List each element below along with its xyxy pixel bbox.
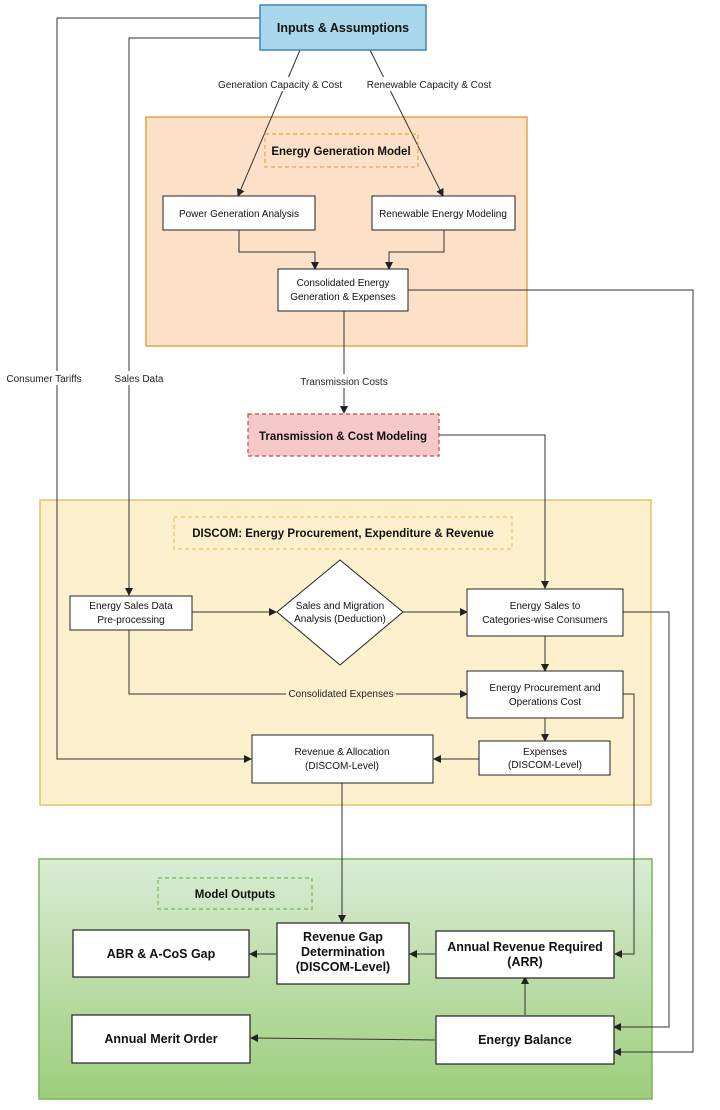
sales-pre-line2: Pre-processing <box>97 615 164 626</box>
node-consolidated-energy-generation[interactable]: Consolidated Energy Generation & Expense… <box>277 268 409 312</box>
node-abr-acos-gap[interactable]: ABR & A-CoS Gap <box>72 929 250 978</box>
edge-procurement-to-arr <box>614 693 635 958</box>
procurement-line2: Operations Cost <box>509 697 581 708</box>
abr-gap-label: ABR & A-CoS Gap <box>107 947 216 961</box>
transmission-title: Transmission & Cost Modeling <box>259 431 427 443</box>
inputs-title: Inputs & Assumptions <box>277 21 409 35</box>
label-sales-data: Sales Data <box>115 374 164 385</box>
consolidated-line1: Consolidated Energy <box>297 278 390 289</box>
merit-order-label: Annual Merit Order <box>104 1032 217 1046</box>
edge-transmission-to-sales-consumers <box>439 434 549 589</box>
node-transmission-cost-modeling[interactable]: Transmission & Cost Modeling <box>247 413 440 457</box>
edge-consumer-tariffs <box>56 17 260 763</box>
discom-title-text: DISCOM: Energy Procurement, Expenditure … <box>192 528 494 540</box>
connectors <box>56 17 694 1056</box>
expenses-line1: Expenses <box>523 747 567 758</box>
edge-sales-data <box>125 37 260 596</box>
label-consumer-tariffs: Consumer Tariffs <box>6 374 81 385</box>
label-transmission-costs: Transmission Costs <box>300 377 387 388</box>
procurement-line1: Energy Procurement and <box>489 683 600 694</box>
node-energy-procurement[interactable]: Energy Procurement and Operations Cost <box>466 670 624 719</box>
renewable-modeling-label: Renewable Energy Modeling <box>379 209 507 220</box>
edge-energy-balance-to-merit <box>250 1034 436 1043</box>
energy-generation-title-text: Energy Generation Model <box>271 146 410 158</box>
consolidated-line2: Generation & Expenses <box>290 292 396 303</box>
node-renewable-energy-modeling[interactable]: Renewable Energy Modeling <box>371 195 516 231</box>
model-outputs-title-text: Model Outputs <box>195 889 276 901</box>
arr-line2: (ARR) <box>507 955 542 969</box>
node-energy-balance[interactable]: Energy Balance <box>435 1015 615 1065</box>
node-inputs-assumptions[interactable]: Inputs & Assumptions <box>259 4 427 51</box>
edge-inputs-to-power-generation <box>237 49 301 197</box>
revenue-gap-line2: Determination <box>301 945 385 959</box>
sales-pre-line1: Energy Sales Data <box>89 601 173 612</box>
discom-title: DISCOM: Energy Procurement, Expenditure … <box>173 516 513 550</box>
edge-renewable-to-consolidated <box>385 230 445 270</box>
node-sales-migration-analysis[interactable]: Sales and Migration Analysis (Deduction) <box>276 559 404 666</box>
node-energy-sales-consumers[interactable]: Energy Sales to Categories-wise Consumer… <box>466 588 624 637</box>
arr-line1: Annual Revenue Required <box>447 940 603 954</box>
node-revenue-gap-determination[interactable]: Revenue Gap Determination (DISCOM-Level) <box>276 922 410 985</box>
node-power-generation-analysis[interactable]: Power Generation Analysis <box>162 195 316 231</box>
node-annual-revenue-required[interactable]: Annual Revenue Required (ARR) <box>435 930 615 979</box>
revenue-line2: (DISCOM-Level) <box>305 761 379 772</box>
node-annual-merit-order[interactable]: Annual Merit Order <box>71 1014 251 1064</box>
revenue-line1: Revenue & Allocation <box>294 747 389 758</box>
sales-consumers-line1: Energy Sales to <box>510 601 581 612</box>
sales-consumers-line2: Categories-wise Consumers <box>482 615 608 626</box>
label-generation-capacity: Generation Capacity & Cost <box>218 80 342 91</box>
migration-line1: Sales and Migration <box>296 601 384 612</box>
label-renewable-capacity: Renewable Capacity & Cost <box>367 80 492 91</box>
edge-inputs-to-renewable-modeling <box>369 49 444 197</box>
edge-labels: Generation Capacity & Cost Renewable Cap… <box>4 77 495 700</box>
node-energy-sales-preprocessing[interactable]: Energy Sales Data Pre-processing <box>69 595 193 631</box>
power-generation-label: Power Generation Analysis <box>179 209 299 220</box>
expenses-line2: (DISCOM-Level) <box>508 760 582 771</box>
edge-sales-consumers-to-energy-balance <box>613 611 670 1031</box>
migration-line2: Analysis (Deduction) <box>294 614 386 625</box>
revenue-gap-line3: (DISCOM-Level) <box>296 960 390 974</box>
label-consolidated-expenses: Consolidated Expenses <box>288 689 393 700</box>
node-revenue-allocation[interactable]: Revenue & Allocation (DISCOM-Level) <box>251 734 434 784</box>
node-expenses-discom[interactable]: Expenses (DISCOM-Level) <box>478 740 611 776</box>
edge-power-gen-to-consolidated <box>238 230 319 270</box>
energy-balance-label: Energy Balance <box>478 1033 572 1047</box>
model-outputs-title: Model Outputs <box>157 877 313 910</box>
revenue-gap-line1: Revenue Gap <box>303 930 383 944</box>
energy-generation-title: Energy Generation Model <box>264 133 419 168</box>
edge-consolidated-to-energy-balance <box>408 289 694 1056</box>
